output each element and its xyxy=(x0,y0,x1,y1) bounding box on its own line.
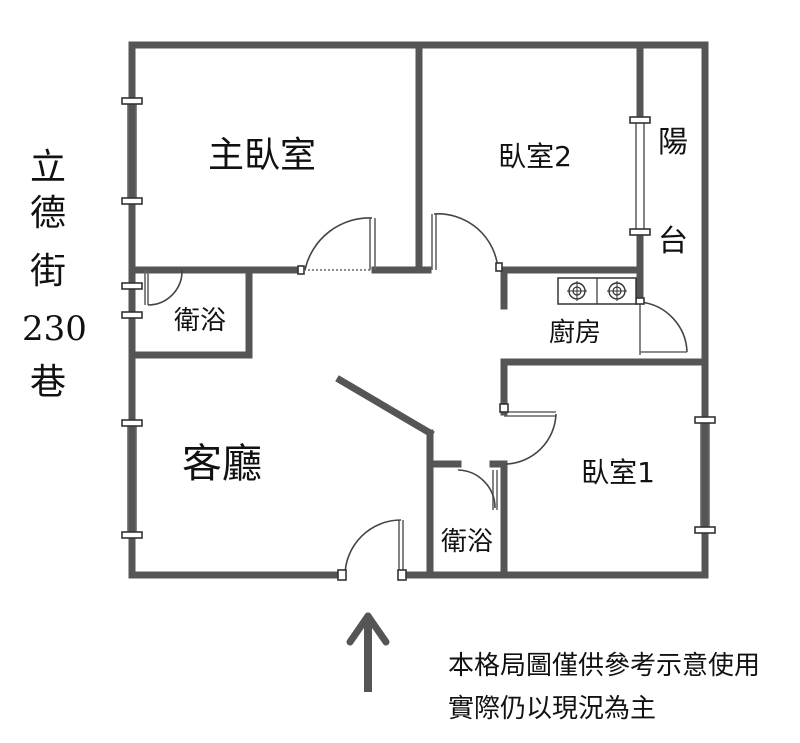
doors xyxy=(144,213,688,581)
label-bedroom2: 臥室2 xyxy=(498,140,572,173)
interior-walls xyxy=(128,41,709,579)
street-char-5: 巷 xyxy=(29,362,66,403)
label-balcony-2: 台 xyxy=(658,224,688,259)
label-balcony-1: 陽 xyxy=(658,125,688,160)
label-living-room: 客廳 xyxy=(182,441,262,487)
label-bath-upper: 衛浴 xyxy=(174,306,226,336)
note-line-1: 本格局圖僅供參考示意使用 xyxy=(448,651,761,681)
label-bedroom1: 臥室1 xyxy=(581,456,655,489)
right-windows xyxy=(629,116,716,534)
label-kitchen: 廚房 xyxy=(549,318,601,348)
note-line-2: 實際仍以現況為主 xyxy=(448,694,657,724)
label-bath-lower: 衛浴 xyxy=(441,527,493,557)
street-char-1: 立 xyxy=(29,147,66,188)
label-master-bedroom: 主臥室 xyxy=(208,135,316,176)
street-char-3: 街 xyxy=(29,251,66,292)
stove-icon xyxy=(557,277,637,305)
street-char-2: 德 xyxy=(29,193,66,234)
street-number: 230 xyxy=(22,309,87,349)
left-windows xyxy=(121,97,143,539)
up-arrow-icon xyxy=(346,612,390,692)
